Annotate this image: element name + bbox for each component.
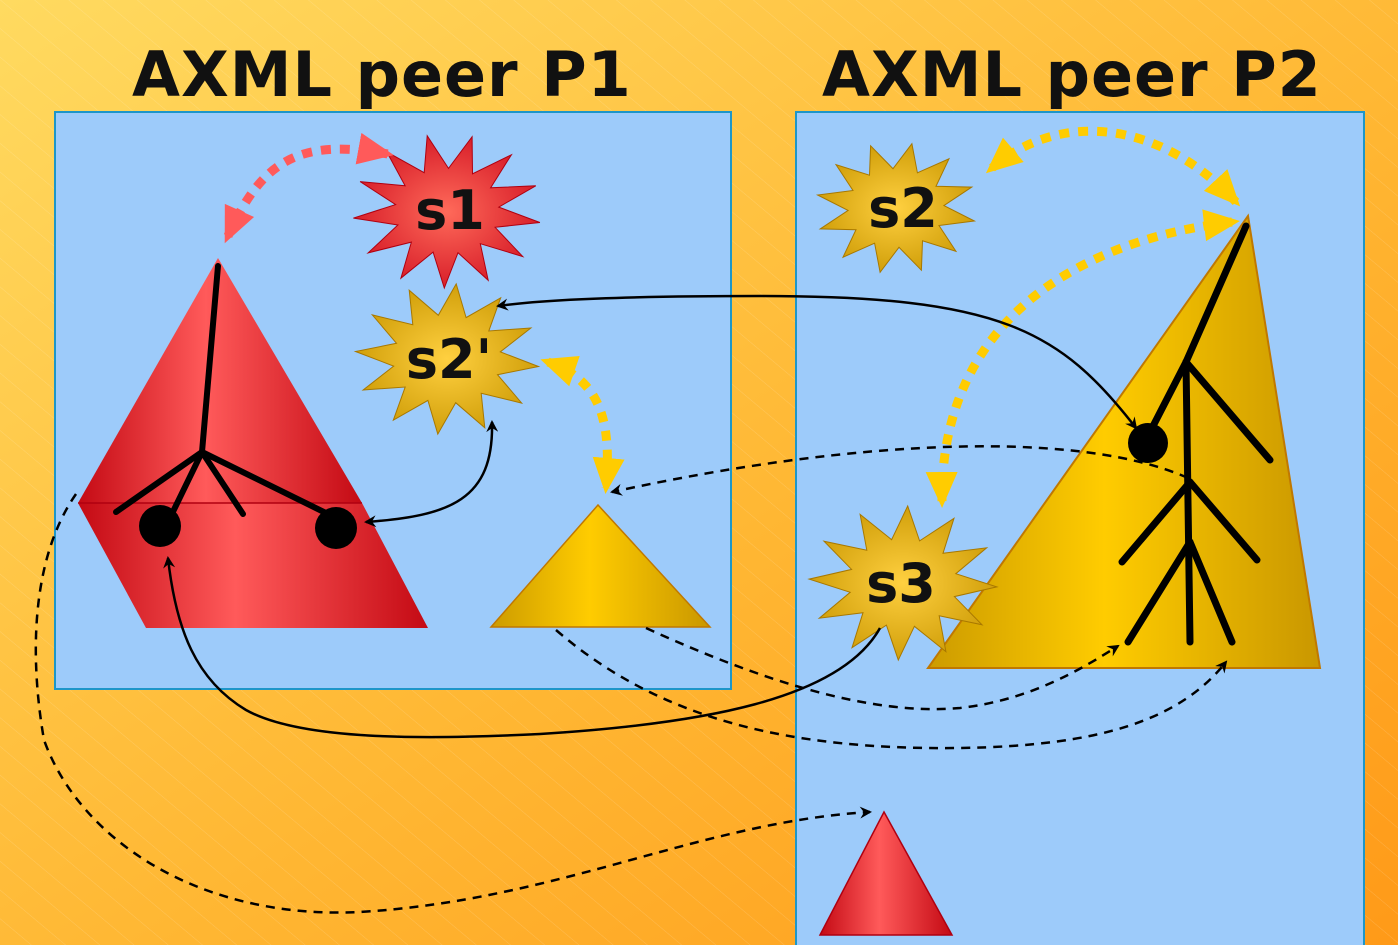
peer-p1-title: AXML peer P1 — [132, 38, 632, 111]
p2-red-copy-triangle — [818, 810, 954, 936]
p1-yellow-result-triangle — [489, 503, 712, 628]
service-s1-label: s1 — [415, 179, 485, 242]
s3-document-link — [925, 209, 1240, 508]
p1-call-node-left — [139, 505, 181, 547]
p1-to-p2-dashed-arrow-b — [555, 629, 1228, 750]
p2-call-node — [1128, 423, 1168, 463]
service-s1-star — [353, 134, 541, 290]
peer-p2-title: AXML peer P2 — [822, 38, 1322, 111]
call-s2-prime-arrow — [364, 420, 499, 528]
p1-red-document-tree — [113, 263, 333, 525]
service-s2-prime-label: s2' — [406, 328, 492, 391]
service-s3-label: s3 — [866, 552, 936, 615]
service-s3-star — [807, 504, 999, 662]
call-p2-to-s2-prime-arrow — [496, 294, 1138, 430]
s2-document-link — [985, 126, 1241, 207]
service-s2-label: s2 — [868, 177, 938, 240]
p1-to-p2-copy-dashed-arrow — [34, 493, 872, 914]
s1-document-link — [223, 132, 394, 244]
result-to-p1-dashed-arrow — [610, 445, 1189, 496]
p1-to-p2-dashed-arrow-a — [645, 626, 1120, 711]
p1-call-node-right — [315, 507, 357, 549]
call-s3-to-p1-arrow — [163, 556, 882, 739]
